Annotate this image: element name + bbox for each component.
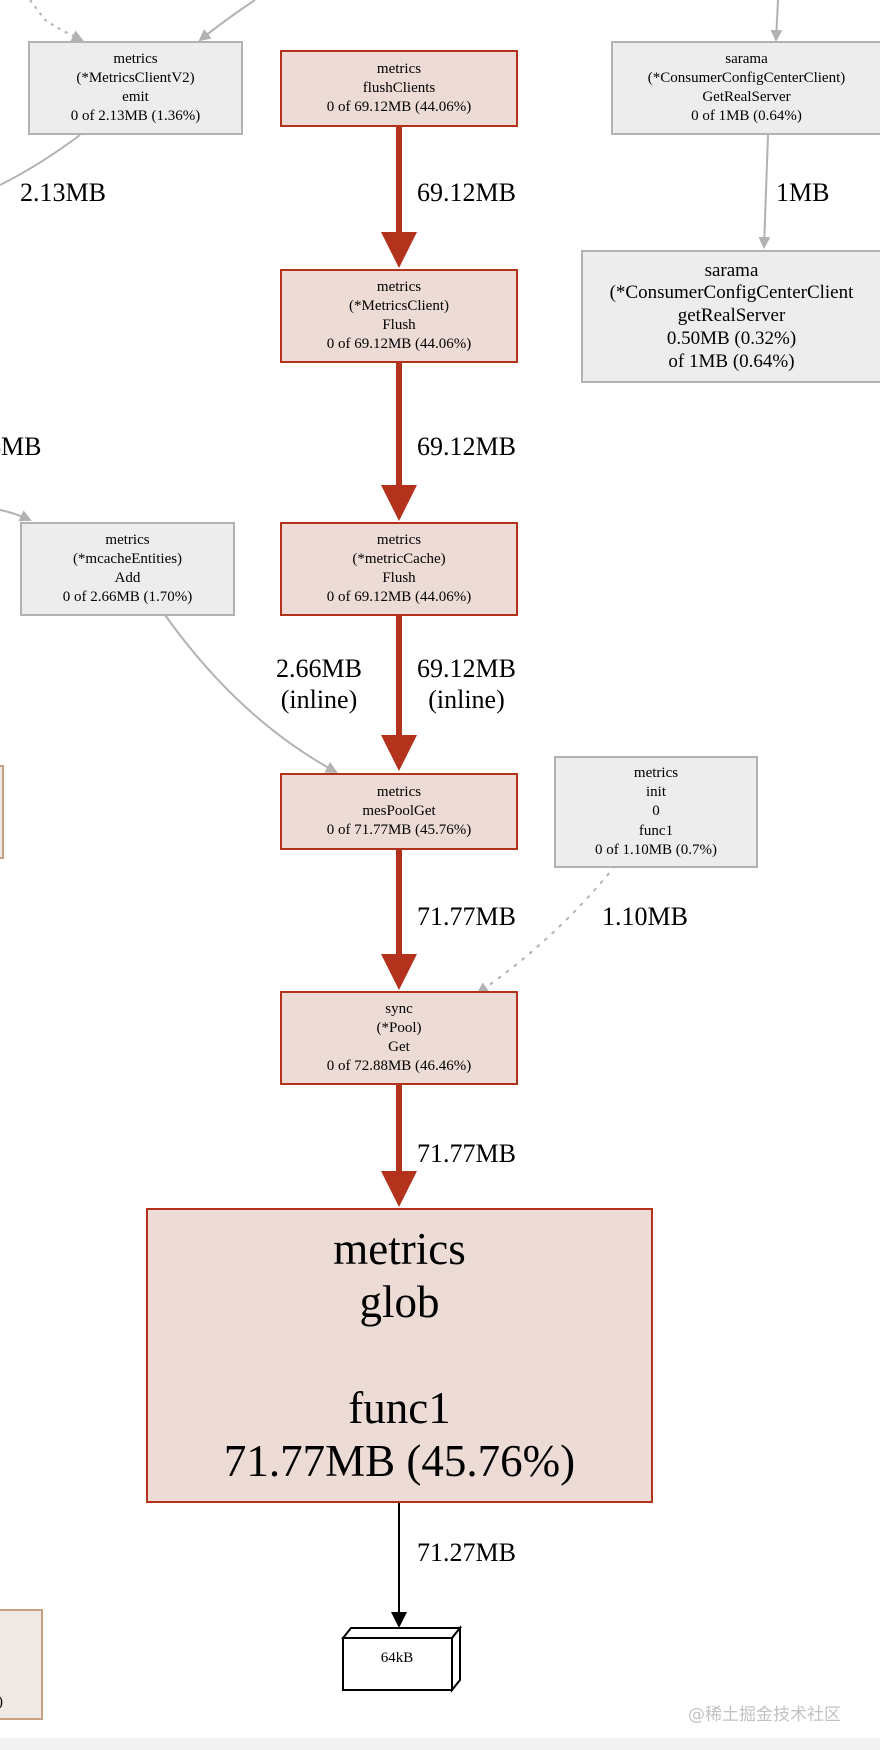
node-metrics-client-flush[interactable]: metrics (*MetricsClient) Flush 0 of 69.1… — [280, 269, 518, 363]
edge-label-cache-to-pool: 69.12MB (inline) — [417, 654, 516, 715]
node-label: (*mcacheEntities) — [72, 550, 183, 567]
node-label: metrics — [376, 783, 422, 800]
node-label: metrics — [376, 60, 422, 77]
edge-label-line: 2.66MB — [276, 654, 362, 683]
edge-left-into-add — [0, 509, 32, 522]
node-label: 0 of 1MB (0.64%) — [691, 108, 802, 125]
node-label: mesPoolGet — [362, 802, 436, 819]
edge-top-into-emit — [29, 0, 84, 42]
node-label: metrics — [633, 765, 679, 782]
node-metrics-init-func1[interactable]: metrics init 0 func1 0 of 1.10MB (0.7%) — [554, 756, 758, 868]
node-label: Get — [388, 1039, 410, 1055]
edge-top-into-flushclients — [198, 0, 256, 42]
cube-icon — [340, 1625, 463, 1693]
node-label: 0.50MB (0.32%) — [666, 327, 797, 349]
cube-label: 64kB — [380, 1650, 414, 1666]
node-sarama-getrealserver[interactable]: sarama (*ConsumerConfigCenterClient) Get… — [611, 41, 880, 135]
edge-label-sync-to-glob: 71.77MB — [417, 1139, 516, 1168]
node-label: 0 of 72.88MB (46.46%) — [326, 1058, 472, 1075]
node-label: 0 of 2.66MB (1.70%) — [62, 589, 193, 606]
node-metrics-flushclients[interactable]: metrics flushClients 0 of 69.12MB (44.06… — [280, 50, 518, 127]
edge-label-flush-2: 69.12MB — [417, 432, 516, 461]
node-label: glob — [359, 1276, 440, 1327]
node-label: 71.77MB (45.76%) — [223, 1436, 576, 1487]
node-left-partial-mid[interactable] — [0, 765, 4, 859]
node-label: 0 of 69.12MB (44.06%) — [326, 589, 472, 606]
edge-top-into-sarama — [770, 0, 783, 42]
node-label: 0 of 69.12MB (44.06%) — [326, 336, 472, 353]
node-label: 0 of 71.77MB (45.76%) — [326, 822, 472, 839]
node-label: 0 — [652, 803, 660, 820]
node-label: flushClients — [362, 79, 436, 96]
node-label: Flush — [382, 317, 416, 333]
node-label: (*metricCache) — [352, 550, 446, 567]
node-label: (*Pool) — [376, 1019, 422, 1036]
node-label: func1 — [638, 822, 674, 839]
edge-label-line: (inline) — [280, 684, 358, 714]
node-label: 0 of 2.13MB (1.36%) — [70, 108, 201, 125]
node-metrics-emit-v2[interactable]: metrics (*MetricsClientV2) emit 0 of 2.1… — [28, 41, 243, 135]
node-label: metrics — [113, 50, 158, 67]
edge-label-left-add: 6MB — [0, 432, 42, 461]
node-label: init — [645, 784, 666, 801]
node-label: of 1MB (0.64%) — [668, 350, 795, 372]
node-label: metrics — [105, 531, 150, 548]
node-label: func1 — [348, 1383, 451, 1433]
edge-emit-out — [0, 134, 81, 186]
edge-label-sarama: 1MB — [776, 178, 830, 207]
node-left-partial-bottom[interactable]: ) — [0, 1609, 43, 1720]
node-label: 0 of 69.12MB (44.06%) — [326, 99, 472, 116]
edge-label-add-to-pool: 2.66MB (inline) — [276, 654, 362, 715]
edge-init-to-poolget — [476, 865, 616, 995]
node-label: 0 of 1.10MB (0.7%) — [594, 841, 718, 858]
node-metric-cache-flush[interactable]: metrics (*metricCache) Flush 0 of 69.12M… — [280, 522, 518, 616]
node-metrics-mcache-add[interactable]: metrics (*mcacheEntities) Add 0 of 2.66M… — [20, 522, 235, 616]
node-label: sync — [385, 1000, 413, 1017]
edge-label-emit-out: 2.13MB — [20, 178, 106, 207]
edge-label-flush-1: 69.12MB — [417, 178, 516, 207]
edge-label-pool-to-sync: 71.77MB — [417, 902, 516, 931]
node-label: emit — [122, 89, 149, 105]
node-metrics-mespoolget[interactable]: metrics mesPoolGet 0 of 71.77MB (45.76%) — [280, 773, 518, 850]
edge-label-line: 69.12MB — [417, 654, 516, 683]
node-label: metrics — [376, 278, 422, 295]
node-label: Add — [114, 570, 141, 586]
node-label: (*MetricsClient) — [349, 297, 449, 314]
node-label: (*ConsumerConfigCenterClient — [609, 282, 854, 304]
node-label: getRealServer — [677, 305, 786, 327]
watermark: @稀土掘金技术社区 — [688, 1705, 841, 1725]
node-label: GetRealServer — [702, 89, 791, 105]
edge-add-to-mespoolget — [164, 614, 338, 773]
edge-label-line: (inline) — [428, 684, 505, 714]
edge-label-glob-to-box: 71.27MB — [417, 1538, 516, 1567]
edge-label-init-to-sync: 1.10MB — [602, 902, 688, 931]
node-label: Flush — [382, 570, 416, 586]
node-sync-pool-get[interactable]: sync (*Pool) Get 0 of 72.88MB (46.46%) — [280, 991, 518, 1085]
node-label: (*ConsumerConfigCenterClient) — [647, 69, 846, 86]
node-sarama-getrealserver-lower[interactable]: sarama (*ConsumerConfigCenterClient getR… — [581, 250, 880, 383]
node-label: metrics — [376, 531, 422, 548]
node-metrics-glob-func1[interactable]: metrics glob func1 71.77MB (45.76%) — [146, 1208, 653, 1503]
node-label: sarama — [704, 259, 759, 281]
node-label: ) — [0, 1693, 3, 1712]
node-label: metrics — [333, 1223, 466, 1274]
edge-sarama-to-getreal — [758, 134, 771, 249]
bottom-strip — [0, 1738, 880, 1750]
node-label: (*MetricsClientV2) — [76, 69, 195, 86]
node-label: sarama — [725, 50, 768, 67]
